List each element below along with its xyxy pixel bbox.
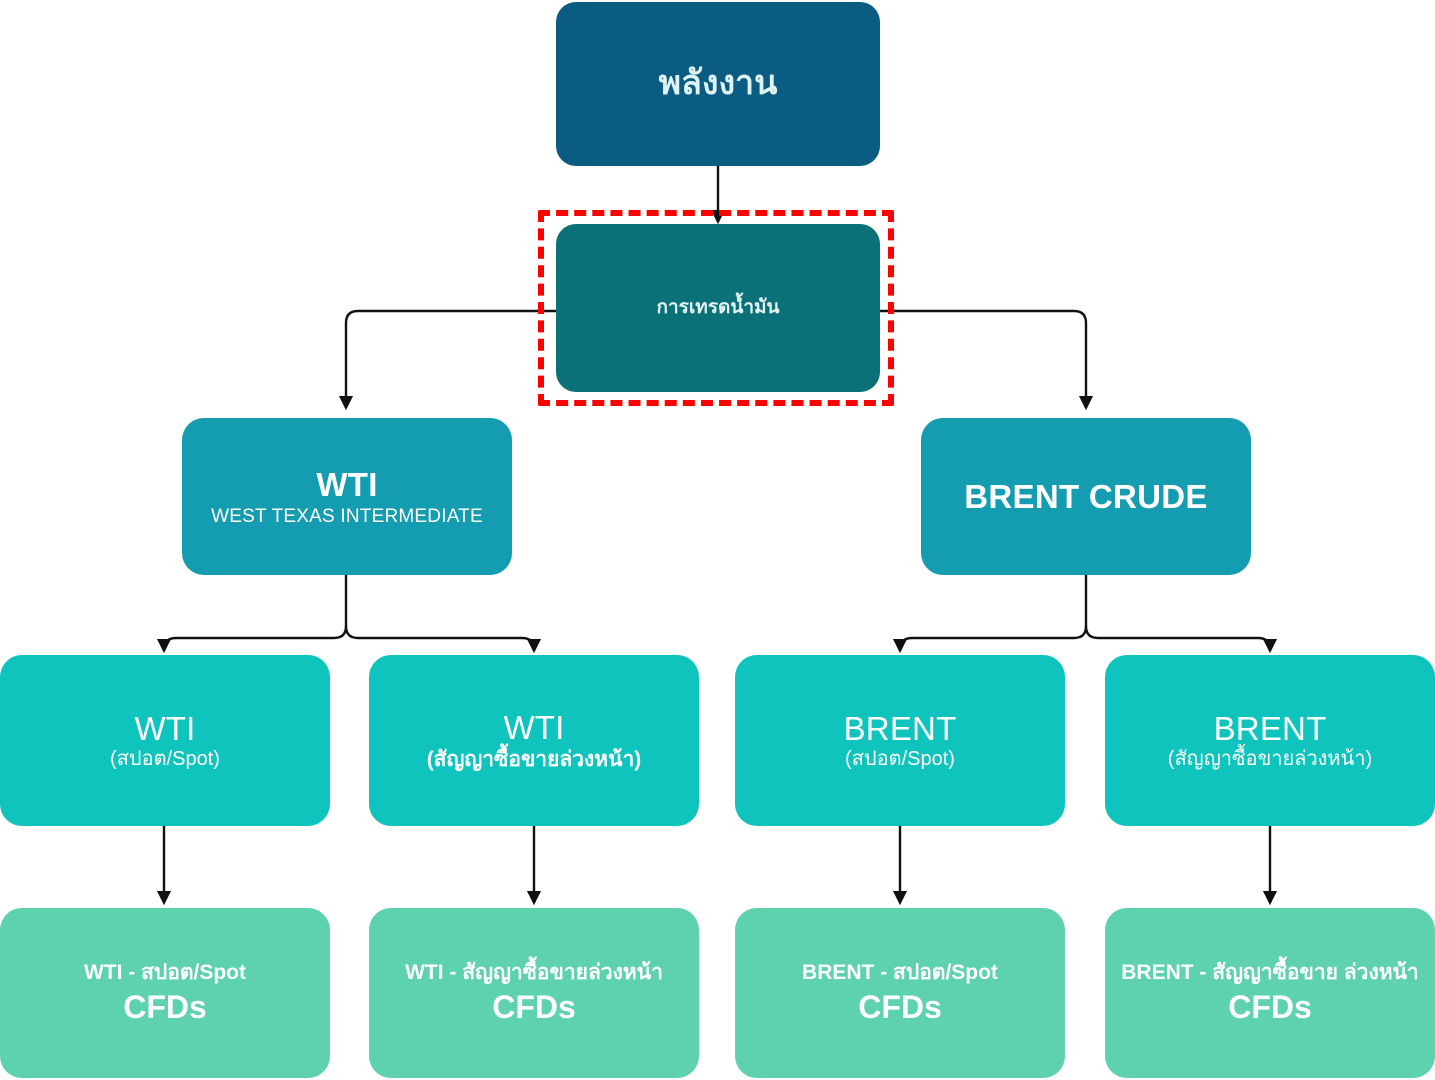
node-wti-spot-cfds-title: WTI - สปอต/Spot bbox=[83, 961, 247, 985]
node-wti-spot[interactable]: WTI (สปอต/Spot) bbox=[0, 655, 330, 826]
node-brent-futures[interactable]: BRENT (สัญญาซื้อขายล่วงหน้า) bbox=[1105, 655, 1435, 826]
node-wti-title: WTI bbox=[316, 465, 378, 503]
node-wti-futures-title: WTI bbox=[503, 708, 565, 746]
node-wti-futures-cfds[interactable]: WTI - สัญญาซื้อขายล่วงหน้า CFDs bbox=[369, 908, 699, 1078]
edge-brent-to-brentfutures bbox=[1084, 625, 1278, 654]
node-brent-spot-cfds[interactable]: BRENT - สปอต/Spot CFDs bbox=[735, 908, 1065, 1078]
node-brent-spot-cfds-label: CFDs bbox=[858, 988, 942, 1025]
selection-highlight-box bbox=[538, 210, 894, 406]
node-brent-futures-title: BRENT bbox=[1213, 709, 1327, 747]
node-wti-futures-cfds-label: CFDs bbox=[492, 988, 576, 1025]
node-wti-futures-subtitle: (สัญญาซื้อขายล่วงหน้า) bbox=[426, 747, 642, 771]
node-wti-spot-cfds-label: CFDs bbox=[123, 988, 207, 1025]
node-energy-label: พลังงาน bbox=[658, 64, 778, 103]
node-brent-futures-subtitle: (สัญญาซื้อขายล่วงหน้า) bbox=[1167, 748, 1373, 771]
edge-brent-to-brentspot bbox=[892, 625, 1088, 654]
node-oil-trading-label: การเทรดน้ำมัน bbox=[656, 297, 780, 319]
node-wti-futures-cfds-title: WTI - สัญญาซื้อขายล่วงหน้า bbox=[405, 961, 663, 985]
edge-wti-to-wtispot bbox=[156, 625, 348, 654]
node-oil-trading[interactable]: การเทรดน้ำมัน bbox=[556, 224, 880, 392]
node-brent-spot-subtitle: (สปอต/Spot) bbox=[845, 748, 955, 771]
node-energy[interactable]: พลังงาน bbox=[556, 2, 880, 166]
node-wti-spot-cfds[interactable]: WTI - สปอต/Spot CFDs bbox=[0, 908, 330, 1078]
edge-oiltrading-to-brent bbox=[880, 309, 1094, 411]
node-brent-futures-cfds-label: CFDs bbox=[1228, 988, 1312, 1025]
node-brent-crude[interactable]: BRENT CRUDE bbox=[921, 418, 1251, 575]
node-brent-crude-title: BRENT CRUDE bbox=[964, 477, 1208, 515]
node-brent-spot-cfds-title: BRENT - สปอต/Spot bbox=[802, 961, 998, 985]
edge-oiltrading-to-wti bbox=[338, 309, 556, 411]
node-wti-spot-subtitle: (สปอต/Spot) bbox=[110, 748, 220, 771]
node-brent-spot[interactable]: BRENT (สปอต/Spot) bbox=[735, 655, 1065, 826]
edge-wti-to-wtifutures bbox=[344, 625, 542, 654]
node-wti-subtitle: WEST TEXAS INTERMEDIATE bbox=[211, 505, 483, 527]
node-brent-futures-cfds[interactable]: BRENT - สัญญาซื้อขาย ล่วงหน้า CFDs bbox=[1105, 908, 1435, 1078]
node-wti[interactable]: WTI WEST TEXAS INTERMEDIATE bbox=[182, 418, 512, 575]
node-wti-spot-title: WTI bbox=[134, 709, 196, 747]
node-brent-futures-cfds-title: BRENT - สัญญาซื้อขาย ล่วงหน้า bbox=[1121, 961, 1419, 985]
node-wti-futures[interactable]: WTI (สัญญาซื้อขายล่วงหน้า) bbox=[369, 655, 699, 826]
node-brent-spot-title: BRENT bbox=[843, 709, 957, 747]
